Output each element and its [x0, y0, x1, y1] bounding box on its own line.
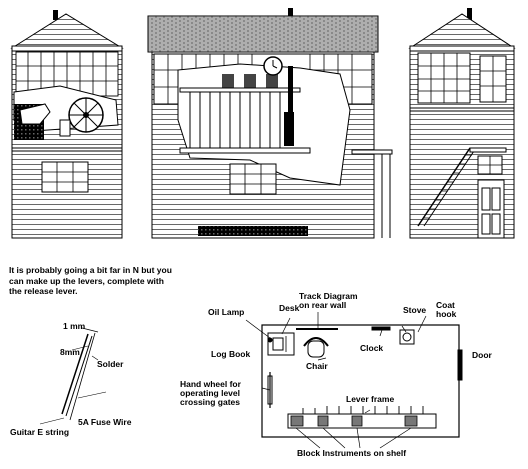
- modelling-note: It is probably going a bit far in N but …: [9, 265, 239, 297]
- label-track-diagram-line-1: Track Diagram: [299, 291, 358, 301]
- floor-plan: [245, 312, 463, 449]
- label-solder: Solder: [97, 359, 124, 369]
- label-hand-wheel-line-1: Hand wheel for: [180, 379, 241, 389]
- label-chair: Chair: [306, 361, 328, 371]
- label-coat-hook: Coat hook: [436, 301, 456, 319]
- note-line-1: It is probably going a bit far in N but …: [9, 265, 172, 275]
- label-hand-wheel-line-3: crossing gates: [180, 396, 240, 407]
- label-track-diagram: Track Diagram on rear wall: [299, 292, 358, 310]
- front-elevation: [147, 8, 393, 239]
- label-log-book: Log Book: [211, 349, 251, 359]
- side-elevation: [408, 8, 516, 239]
- label-fuse-wire: 5A Fuse Wire: [78, 417, 132, 427]
- label-guitar-string: Guitar E string: [10, 427, 70, 437]
- label-coat-hook-line-1: Coat: [436, 300, 455, 310]
- label-hand-wheel: Hand wheel for operating level crossing …: [180, 380, 241, 407]
- label-1mm: 1 mm: [63, 321, 86, 331]
- label-track-diagram-line-2: on rear wall: [299, 299, 347, 310]
- note-line-3: the release lever.: [9, 286, 78, 297]
- label-lever-frame: Lever frame: [346, 394, 395, 404]
- note-line-2: can make up the levers, complete with: [9, 275, 164, 286]
- label-block-instruments: Block Instruments on shelf: [297, 448, 407, 458]
- label-desk: Desk: [279, 303, 300, 313]
- label-door: Door: [472, 350, 492, 360]
- lever-detail: [39, 327, 107, 425]
- label-stove: Stove: [403, 305, 427, 315]
- label-clock: Clock: [360, 343, 384, 353]
- left-elevation: [10, 10, 124, 239]
- label-hand-wheel-line-2: operating level: [180, 387, 240, 398]
- label-coat-hook-line-2: hook: [436, 308, 457, 319]
- label-oil-lamp: Oil Lamp: [208, 307, 245, 317]
- label-8mm: 8mm: [60, 347, 80, 357]
